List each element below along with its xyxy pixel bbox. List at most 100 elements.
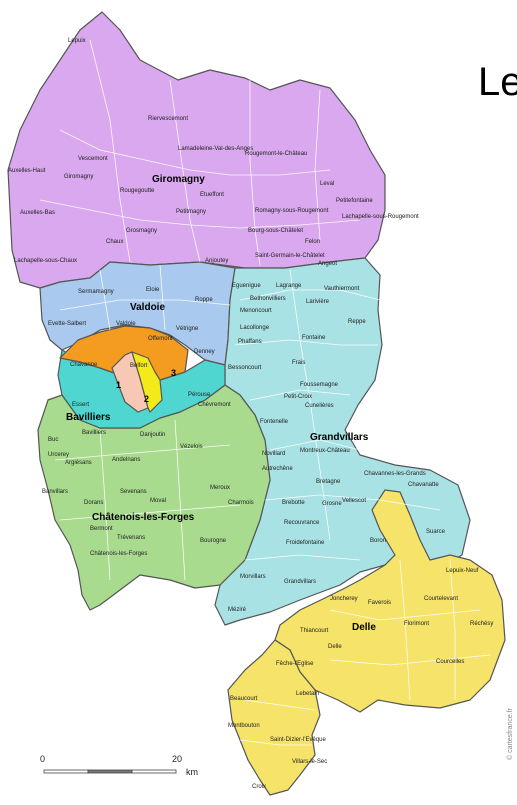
commune-label: Vescemont	[78, 156, 108, 162]
commune-label: Réchésy	[470, 621, 493, 627]
commune-boundaries	[39, 39, 491, 746]
commune-labels: Lepuix Riervescemont Lamadeleine-Val-des…	[8, 38, 493, 790]
belfort-number-3: 3	[171, 368, 176, 378]
commune-label: Angeot	[318, 261, 337, 267]
commune-label: Chavannes-les-Grands	[364, 471, 426, 477]
commune-label: Essert	[72, 402, 89, 408]
commune-label: Beaucourt	[230, 696, 258, 702]
commune-label: Fontaine	[302, 335, 326, 341]
commune-label: Eloie	[146, 287, 160, 293]
canton-label-grandvillars: Grandvillars	[310, 432, 369, 443]
commune-label: Menoncourt	[240, 308, 272, 314]
commune-label: Anjoutey	[205, 258, 228, 264]
commune-label: Auxelles-Haut	[8, 168, 46, 174]
commune-label: Denney	[194, 349, 215, 355]
commune-label: Recouvrance	[284, 520, 320, 526]
commune-label: Lacollonge	[240, 325, 270, 331]
commune-label: Lamadeleine-Val-des-Anges	[178, 146, 253, 152]
commune-label: Chavanne	[70, 362, 98, 368]
commune-label: Saint-Dizier-l'Evêque	[270, 737, 326, 743]
commune-label: Villars-le-Sec	[292, 759, 327, 765]
commune-label: Thiancourt	[300, 628, 329, 634]
commune-label: Pérouse	[188, 392, 211, 398]
commune-label: Argiésans	[65, 460, 92, 466]
commune-label: Giromagny	[64, 174, 93, 180]
commune-label: Foussemagne	[300, 382, 339, 388]
commune-label: Leval	[320, 181, 334, 187]
commune-label: Grosne	[322, 501, 342, 507]
canton-labels: Giromagny Valdoie Bavilliers Grandvillar…	[66, 174, 376, 633]
commune-label: Valdoie	[116, 321, 136, 327]
scale-unit: km	[186, 767, 198, 777]
commune-label: Montreux-Château	[300, 448, 350, 454]
canton-delle-south-area[interactable]	[227, 639, 321, 796]
commune-label: Fontenelle	[260, 419, 289, 425]
scale-bar: 0 20 km	[40, 754, 198, 777]
commune-label: Vézelois	[180, 444, 203, 450]
commune-label: Florimont	[404, 621, 429, 627]
commune-label: Méziré	[228, 607, 247, 613]
commune-label: Autrechêne	[262, 466, 293, 472]
commune-label: Offemont	[148, 336, 173, 342]
commune-label: Brebotte	[282, 500, 305, 506]
belfort-canton-2-area[interactable]	[131, 351, 163, 413]
commune-label: Auxelles-Bas	[20, 210, 55, 216]
commune-label: Boron	[370, 538, 386, 544]
commune-label: Meroux	[210, 485, 230, 491]
commune-label: Riervescemont	[148, 116, 188, 122]
belfort-area[interactable]	[59, 325, 189, 381]
canton-label-giromagny: Giromagny	[152, 174, 205, 185]
commune-label: Bavilliers	[82, 430, 106, 436]
commune-label: Lachapelle-sous-Rougemont	[342, 214, 419, 220]
commune-label: Romagny-sous-Rougemont	[255, 208, 329, 214]
canton-delle-area[interactable]	[274, 489, 506, 713]
commune-label: Felon	[305, 239, 320, 245]
commune-label: Novillard	[262, 451, 285, 457]
commune-label: Urcerey	[48, 452, 69, 458]
commune-label: Courcelles	[436, 659, 464, 665]
commune-label: Bourogne	[200, 538, 227, 544]
commune-label: Vellescot	[342, 498, 366, 504]
commune-label: Sevenans	[120, 489, 147, 495]
commune-label: Larivière	[306, 299, 330, 305]
commune-label: Vauthiermont	[324, 286, 360, 292]
commune-label: Rougemont-le-Château	[245, 151, 307, 157]
commune-label: Chaux	[106, 239, 123, 245]
commune-label: Chavanatte	[408, 482, 439, 488]
commune-label: Sermamagny	[78, 289, 114, 295]
canton-label-bavilliers: Bavilliers	[66, 412, 111, 423]
commune-label: Cunelières	[305, 403, 334, 409]
commune-label: Bessoncourt	[228, 365, 262, 371]
commune-label: Vétrigne	[176, 326, 199, 332]
commune-label: Fêche-l'Eglise	[276, 661, 314, 667]
commune-label: Chèvremont	[198, 402, 231, 408]
commune-label: Petit-Croix	[284, 394, 312, 400]
commune-label: Frais	[292, 360, 305, 366]
commune-label: Grandvillars	[284, 579, 316, 585]
commune-label: Froidefontaine	[286, 540, 325, 546]
commune-label: Bethonvilliers	[250, 296, 286, 302]
commune-label: Reppe	[348, 319, 366, 325]
commune-label: Petitmagny	[176, 209, 206, 215]
commune-label: Evette-Salbert	[48, 321, 86, 327]
commune-label: Rougegoutte	[120, 188, 155, 194]
commune-label: Lepuix-Neuf	[446, 568, 479, 574]
commune-label: Bermont	[90, 526, 113, 532]
commune-label: Suarce	[426, 529, 446, 535]
belfort-number-2: 2	[144, 394, 149, 404]
commune-label: Lebetain	[296, 691, 319, 697]
scale-label-start: 0	[40, 754, 45, 764]
commune-label: Montbouton	[228, 723, 260, 729]
canton-label-valdoie: Valdoie	[130, 302, 165, 313]
commune-label: Courtelevant	[424, 596, 458, 602]
commune-label: Morvillars	[240, 574, 266, 580]
commune-label: Charmois	[228, 500, 254, 506]
commune-label: Delle	[328, 644, 342, 650]
commune-label: Lepuix	[68, 38, 86, 44]
commune-label: Petitefontaine	[336, 198, 373, 204]
belfort-number-1: 1	[116, 380, 121, 390]
commune-label: Banvillars	[42, 489, 68, 495]
map-title: Le	[478, 60, 517, 104]
commune-label: Saint-Germain-le-Châtelet	[255, 253, 325, 259]
